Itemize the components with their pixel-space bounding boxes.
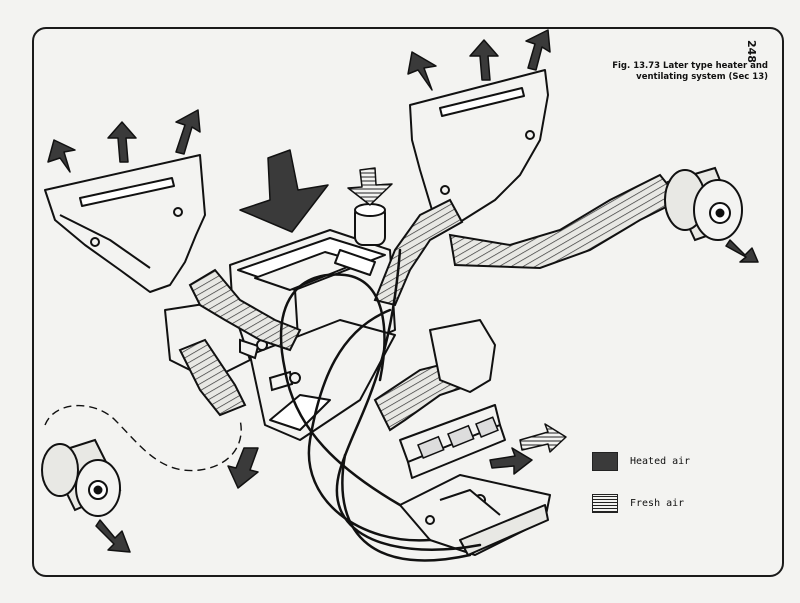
- fresh-air-label: Fresh air: [630, 497, 685, 509]
- left-blower-unit: [41, 438, 122, 517]
- heated-air-label: Heated air: [630, 455, 691, 467]
- heated-arrow-left-1: [47, 139, 76, 173]
- caption-line-1: Fig. 13.73 Later type heater and: [612, 61, 768, 71]
- heated-arrow-right-3: [525, 29, 551, 71]
- heated-arrow-floor: [227, 447, 259, 489]
- heated-arrow-right-blower: [725, 239, 759, 263]
- left-face-vent: [44, 154, 206, 293]
- heated-arrow-main: [239, 149, 329, 233]
- fresh-arrow-centre: [519, 423, 567, 453]
- heater-flap-levers: [239, 338, 301, 392]
- left-footwell-duct: [178, 338, 247, 417]
- heated-arrow-right-2: [469, 39, 499, 81]
- fresh-air-swatch: [592, 493, 618, 513]
- heater-control-panel: [399, 474, 551, 556]
- left-blower-dashed-path: [44, 404, 242, 472]
- figure-caption: Fig. 13.73 Later type heater and ventila…: [598, 61, 768, 83]
- heated-arrow-left-2: [107, 121, 137, 163]
- heated-arrow-right-1: [407, 51, 437, 91]
- heated-arrow-left-blower: [95, 519, 131, 553]
- heated-air-arrows: [47, 29, 759, 553]
- control-cables: [279, 248, 482, 562]
- legend-heated-air: Heated air: [592, 450, 690, 472]
- centre-vent-grille: [417, 416, 499, 459]
- left-vent-duct: [188, 268, 302, 352]
- caption-line-2: ventilating system (Sec 13): [636, 72, 768, 82]
- legend-fresh-air: Fresh air: [592, 492, 690, 514]
- right-face-vent: [409, 69, 549, 223]
- legend: Heated air Fresh air: [592, 450, 690, 534]
- fresh-arrow-top: [347, 167, 393, 206]
- heated-arrow-centre-1: [489, 447, 533, 475]
- figure-frame: [32, 27, 784, 577]
- heated-arrow-left-3: [175, 109, 201, 155]
- right-blower-unit: [664, 166, 743, 242]
- heated-air-swatch: [592, 451, 618, 471]
- fresh-air-arrows: [347, 167, 567, 453]
